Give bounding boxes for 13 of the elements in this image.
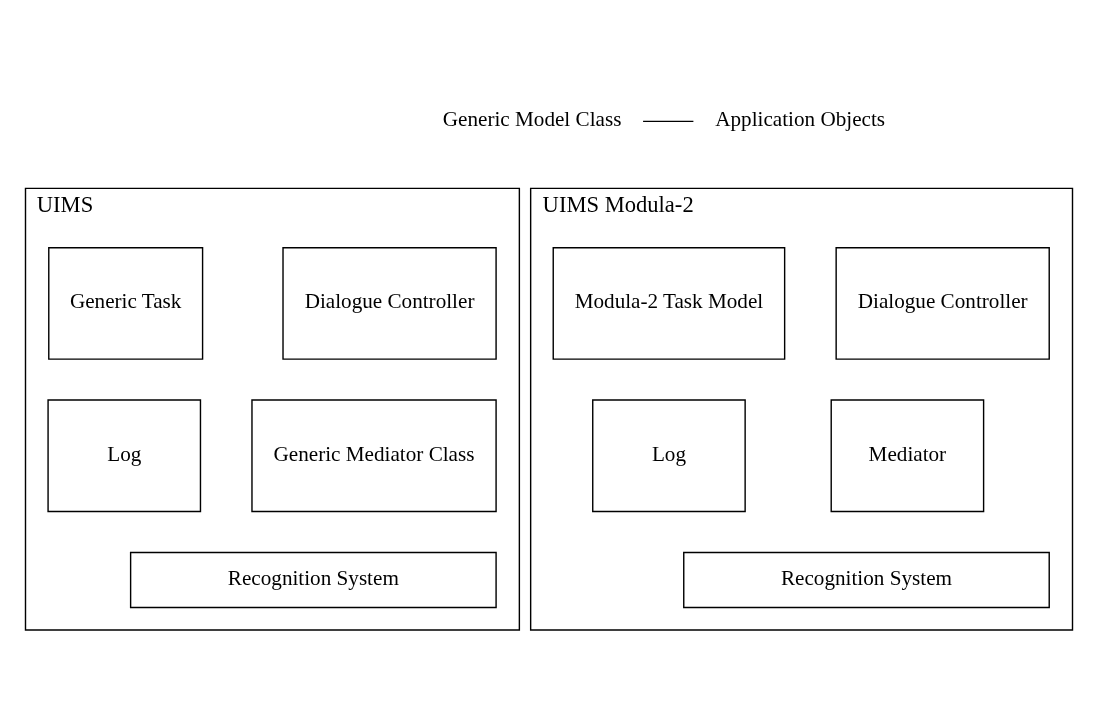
node-box: Modula-2 Task Model	[552, 246, 786, 360]
node-box: Mediator	[830, 399, 985, 513]
node-box: Log	[47, 399, 202, 513]
node-box: Recognition System	[683, 551, 1050, 609]
node-text: Application Objects	[715, 107, 886, 132]
node-box: Recognition System	[129, 551, 497, 609]
node-box: Log	[592, 399, 746, 513]
connector	[642, 120, 695, 123]
node-box: Generic Mediator Class	[251, 399, 497, 513]
node-box: Dialogue Controller	[835, 246, 1050, 360]
node-box: Generic Task	[48, 246, 204, 360]
node-text: Generic Model Class	[442, 107, 622, 132]
node-box: Dialogue Controller	[282, 246, 497, 360]
